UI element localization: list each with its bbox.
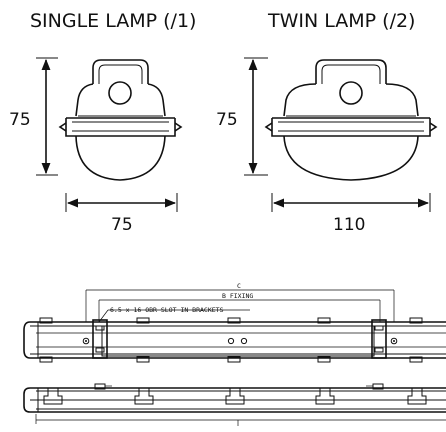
single-lamp-end-view [58,59,183,181]
twin-height-dimension [244,57,268,176]
side-view-top [23,289,446,363]
side-view-bottom [23,383,446,426]
slot-note: 6.5 x 16 OBR SLOT IN BRACKETS [110,306,224,314]
dimension-b-label: B FIXING [222,292,253,300]
twin-height-label: 75 [216,110,238,130]
single-lamp-title: SINGLE LAMP (/1) [30,10,196,32]
single-height-label: 75 [9,110,31,130]
twin-lamp-title: TWIN LAMP (/2) [267,10,415,32]
single-width-dimension [65,193,178,212]
twin-width-dimension [271,193,431,212]
twin-lamp-end-view [264,59,438,181]
single-height-dimension [36,57,58,176]
twin-width-label: 110 [333,215,365,235]
dimension-c-label: C [237,282,241,290]
single-width-label: 75 [111,215,133,235]
